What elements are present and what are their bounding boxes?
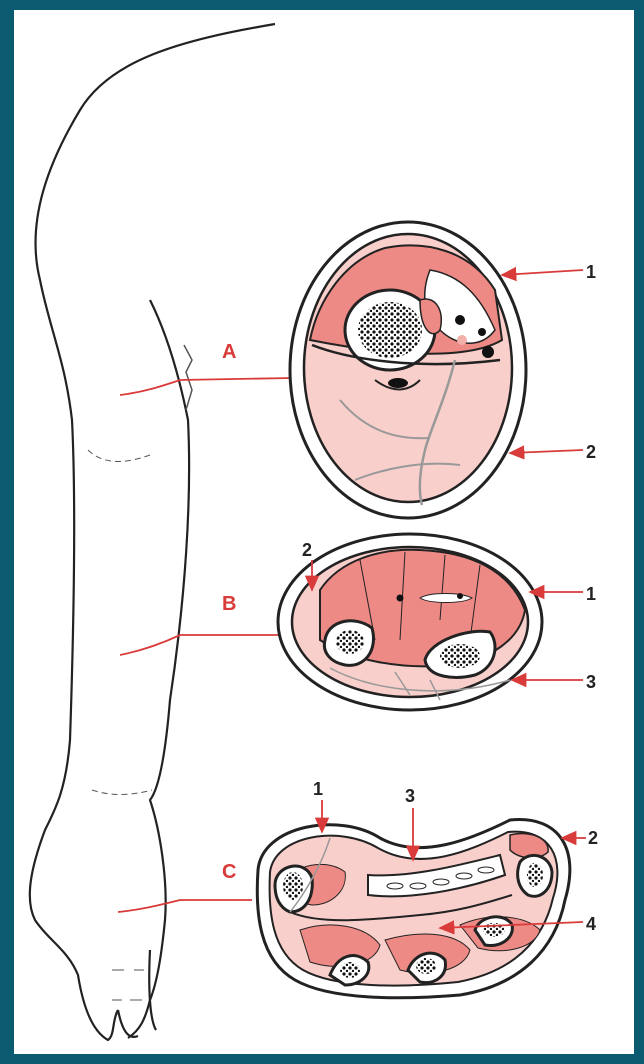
callout-c-2: 2 (588, 828, 598, 848)
callout-a-1: 1 (586, 262, 596, 282)
callout-c-4: 4 (586, 914, 596, 934)
callout-b-3: 3 (586, 672, 596, 692)
section-a-letter: A (222, 341, 236, 363)
arm-outline (30, 24, 275, 1040)
section-b-letter: B (222, 593, 236, 615)
callout-b-1: 1 (586, 584, 596, 604)
callout-c-3: 3 (405, 786, 415, 806)
callout-b-2: 2 (302, 540, 312, 560)
figure-frame: A 1 2 B 1 2 3 (14, 10, 634, 1054)
section-lines (118, 378, 292, 912)
arm-cross-section-diagram: A 1 2 B 1 2 3 (14, 10, 634, 1054)
section-c-letter: C (222, 861, 236, 883)
section-b (278, 534, 542, 710)
section-a-label: A (222, 341, 236, 363)
callout-a-2: 2 (586, 442, 596, 462)
section-a (290, 222, 526, 518)
callout-c-1: 1 (313, 779, 323, 799)
